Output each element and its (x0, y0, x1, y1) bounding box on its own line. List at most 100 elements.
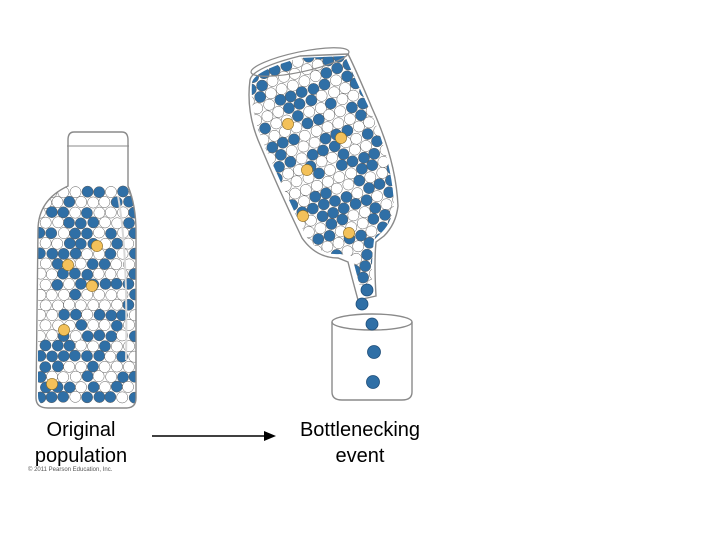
marble (425, 127, 436, 138)
marble (349, 198, 362, 210)
marble (105, 186, 117, 198)
marble (416, 241, 427, 252)
marble (295, 273, 308, 286)
marble (306, 148, 319, 161)
marble (280, 59, 293, 72)
marble (251, 149, 256, 162)
marble (87, 299, 100, 312)
marble (254, 264, 267, 277)
marble (215, 193, 226, 204)
marble (411, 143, 422, 154)
marble (306, 202, 319, 215)
marble (105, 309, 118, 322)
marble (57, 206, 70, 219)
marble (210, 228, 221, 239)
marble (310, 125, 323, 137)
marble (251, 102, 264, 115)
marble (252, 277, 265, 289)
marble (456, 248, 467, 259)
marble (251, 191, 259, 204)
marble (70, 308, 82, 321)
marble (339, 82, 351, 94)
marble (460, 225, 471, 236)
marble (198, 178, 209, 189)
marble (251, 246, 260, 258)
marble (104, 268, 117, 280)
marble (275, 149, 287, 161)
marble (38, 226, 46, 239)
marble (261, 230, 273, 242)
marble (346, 155, 359, 168)
marble (412, 198, 423, 209)
marble (251, 269, 256, 282)
marble-yellow (58, 324, 70, 336)
marble (448, 228, 459, 239)
marble (341, 124, 354, 137)
marble (367, 213, 380, 225)
marble (215, 138, 226, 149)
marble (52, 216, 65, 229)
marble (190, 104, 201, 115)
marble (226, 255, 237, 266)
marble (322, 175, 334, 188)
marble (351, 66, 364, 79)
marble (269, 304, 280, 315)
marble (87, 216, 100, 229)
marble (111, 237, 124, 250)
marble (434, 256, 445, 267)
marble (414, 187, 425, 198)
marble (435, 244, 446, 255)
marble (213, 150, 224, 161)
marble (366, 159, 379, 172)
marble (69, 370, 82, 383)
marble (375, 56, 388, 59)
marble (201, 100, 212, 111)
marble (93, 308, 106, 321)
marble (238, 305, 249, 316)
marble (45, 227, 58, 240)
marble (51, 237, 64, 250)
marble (98, 361, 111, 373)
marble (337, 148, 350, 161)
marble (38, 267, 47, 280)
marble (45, 391, 58, 404)
marble (128, 227, 136, 240)
original-label-line1: Original (46, 419, 116, 441)
marble (288, 133, 300, 146)
marble (38, 247, 46, 260)
arrow (152, 431, 276, 441)
marble (39, 319, 52, 332)
marble (401, 148, 412, 159)
marble (376, 167, 389, 179)
marble (93, 349, 106, 362)
marble (205, 77, 216, 88)
marble (161, 93, 172, 104)
marble (391, 138, 394, 151)
marble (379, 35, 390, 46)
marble (317, 264, 330, 277)
marble (81, 370, 94, 383)
marble (123, 217, 135, 229)
marble (228, 243, 239, 254)
marble (379, 263, 392, 276)
marble (219, 236, 230, 247)
marble (399, 279, 410, 290)
marble (223, 267, 234, 278)
marble (392, 73, 394, 85)
marble (382, 12, 393, 23)
falling-marble-2 (367, 345, 381, 359)
marble (442, 263, 453, 274)
falling-marble-1 (365, 317, 379, 331)
marble (454, 259, 465, 270)
marble (281, 301, 292, 312)
marble (45, 206, 58, 218)
marble (263, 273, 276, 286)
marble (324, 283, 337, 294)
marble (344, 113, 356, 125)
marble (116, 329, 128, 342)
marble (75, 278, 87, 290)
marble (287, 320, 298, 331)
pouring-bottle-base (250, 47, 350, 77)
marble (407, 113, 418, 124)
marble (212, 95, 223, 106)
